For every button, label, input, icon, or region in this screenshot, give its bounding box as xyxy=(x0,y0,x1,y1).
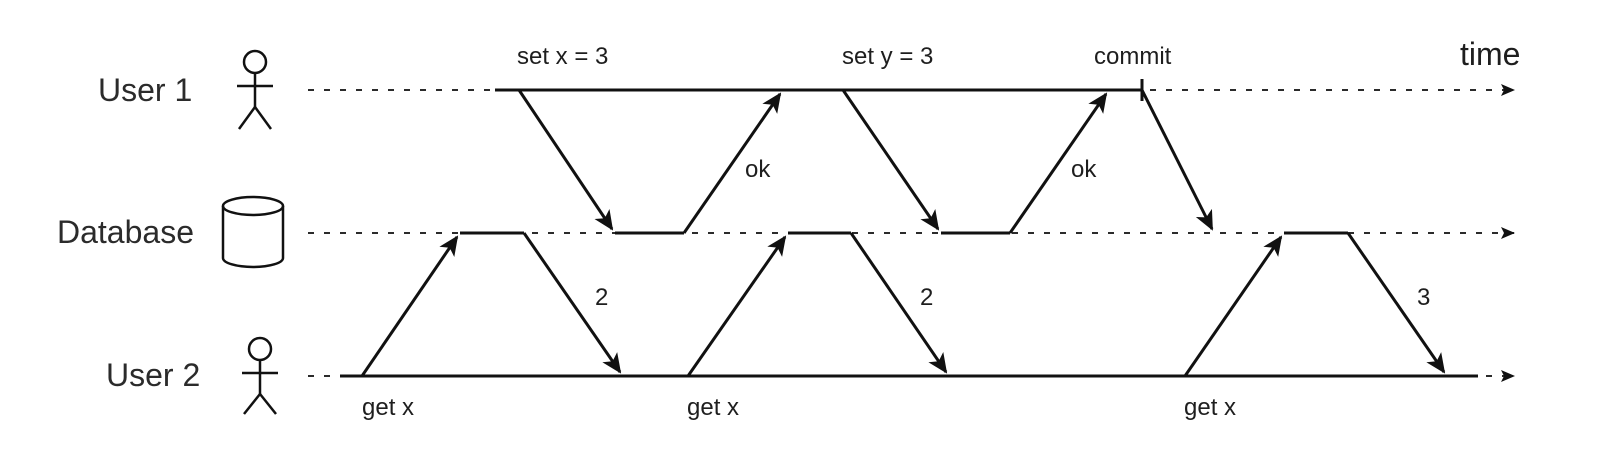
user-icon xyxy=(242,336,278,415)
request-arrow-get-x-1 xyxy=(360,235,459,377)
request-arrow-set-x xyxy=(517,89,614,231)
label-get-x-1: get x xyxy=(362,394,414,421)
label-set-y: set y = 3 xyxy=(842,43,933,70)
response-arrow-result-3 xyxy=(1346,232,1446,374)
label-ok-2: ok xyxy=(1071,156,1097,183)
time-label: time xyxy=(1460,36,1520,72)
request-arrow-get-x-3 xyxy=(1183,235,1283,377)
label-get-x-2: get x xyxy=(687,394,739,421)
label-result-2: 2 xyxy=(920,284,933,311)
user-icon xyxy=(237,49,273,130)
request-arrow-get-x-2 xyxy=(686,235,787,377)
label-ok-1: ok xyxy=(745,156,771,183)
label-get-x-3: get x xyxy=(1184,394,1236,421)
lane-label-database: Database xyxy=(57,214,194,250)
label-result-3: 3 xyxy=(1417,284,1430,311)
label-set-x: set x = 3 xyxy=(517,43,608,70)
request-arrow-set-y xyxy=(841,89,940,231)
lane-label-user1: User 1 xyxy=(98,72,192,108)
response-arrow-result-2 xyxy=(849,232,948,374)
response-arrow-ok-1 xyxy=(682,92,782,234)
label-result-1: 2 xyxy=(595,284,608,311)
database-icon xyxy=(221,195,285,269)
response-arrow-ok-2 xyxy=(1008,92,1108,234)
label-commit: commit xyxy=(1094,43,1172,70)
lane-label-user2: User 2 xyxy=(106,357,200,393)
request-arrow-commit xyxy=(1140,89,1214,231)
response-arrow-result-1 xyxy=(522,232,622,374)
